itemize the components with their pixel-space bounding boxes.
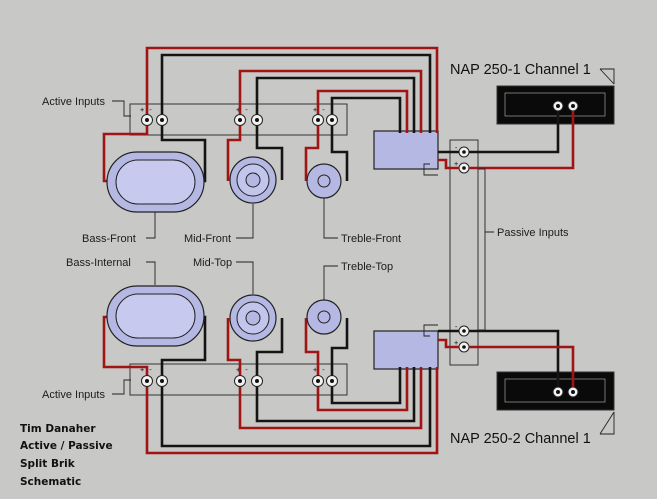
amp-1-label: NAP 250-1 Channel 1 <box>450 62 591 78</box>
treble-top-driver <box>306 299 342 335</box>
svg-text:-: - <box>454 323 458 331</box>
svg-text:+ -: + - <box>236 366 249 374</box>
svg-text:+ -: + - <box>236 106 249 114</box>
mid-front-driver <box>229 156 277 204</box>
mid-top-label: Mid-Top <box>193 257 232 269</box>
svg-text:+ -: + - <box>313 366 326 374</box>
treble-front-label: Treble-Front <box>341 233 401 245</box>
amp-2 <box>496 371 615 411</box>
active-inputs-bottom-label: Active Inputs <box>42 389 105 401</box>
passive-inputs-label: Passive Inputs <box>497 227 569 239</box>
bass-front-driver <box>106 151 205 213</box>
crossover-bottom <box>373 330 439 370</box>
mid-top-driver <box>229 294 277 342</box>
svg-text:-: - <box>454 144 458 152</box>
amp-2-label: NAP 250-2 Channel 1 <box>450 431 591 447</box>
treble-top-label: Treble-Top <box>341 261 393 273</box>
svg-text:+: + <box>454 339 458 347</box>
signature-line: Tim Danaher <box>20 423 96 435</box>
mid-front-label: Mid-Front <box>184 233 231 245</box>
signature-line: Schematic <box>20 476 81 488</box>
signature-line: Split Brik <box>20 458 76 470</box>
active-terminals-top <box>141 114 338 126</box>
signature-line: Active / Passive <box>20 440 113 452</box>
amp-1 <box>496 85 615 125</box>
wiring-bottom <box>102 315 575 455</box>
active-inputs-top-label: Active Inputs <box>42 96 105 108</box>
svg-text:+: + <box>454 160 458 168</box>
treble-front-driver <box>306 163 342 199</box>
bass-front-label: Bass-Front <box>82 233 136 245</box>
leader-lines <box>112 68 615 435</box>
bass-internal-label: Bass-Internal <box>66 257 131 269</box>
active-terminals-bottom <box>141 375 338 387</box>
svg-text:+ -: + - <box>313 106 326 114</box>
bass-internal-driver <box>106 285 205 347</box>
signature-block: Tim Danaher Active / Passive Split Brik … <box>20 423 113 488</box>
crossover-top <box>373 130 439 170</box>
